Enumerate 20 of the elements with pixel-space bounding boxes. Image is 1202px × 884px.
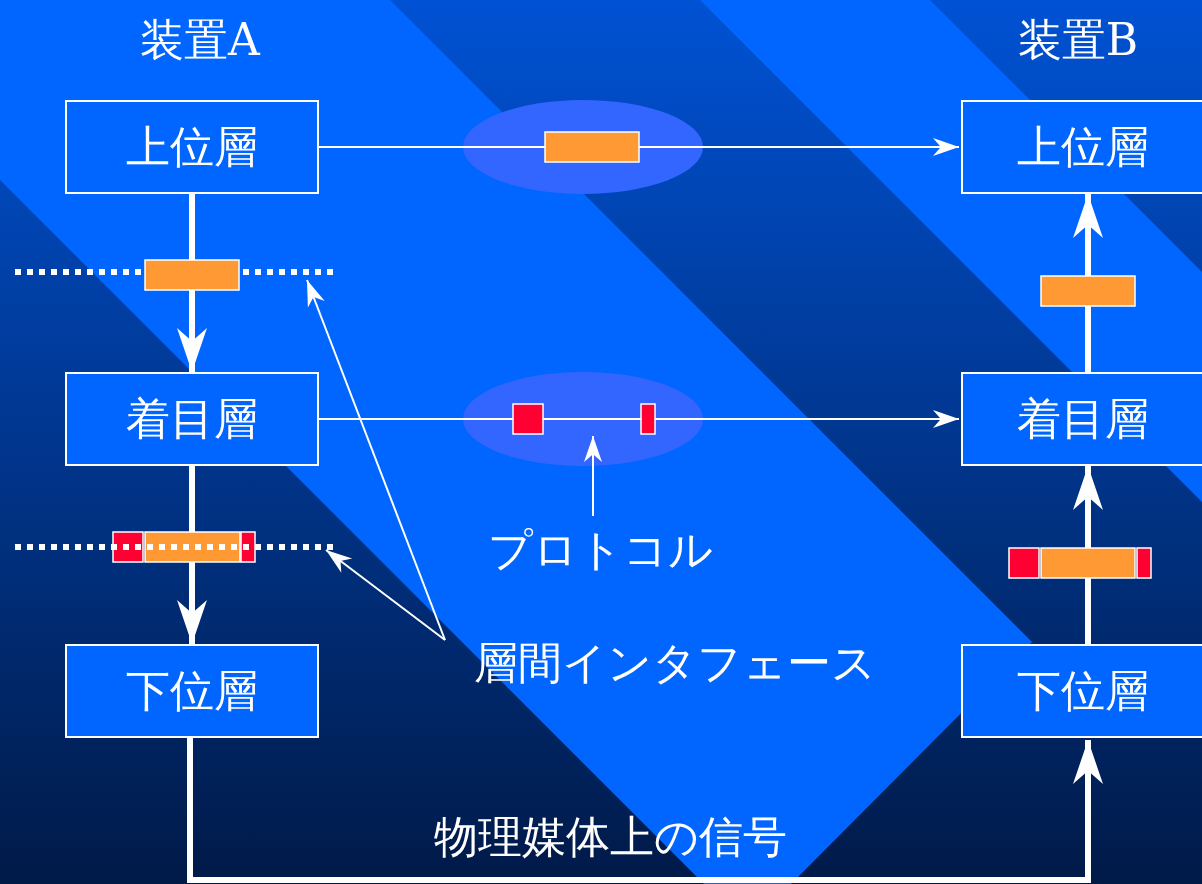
arrow (702, 138, 960, 156)
device-heading: 装置A (139, 18, 262, 62)
leader-line (584, 435, 602, 517)
arrow (177, 466, 207, 644)
callout-text: 層間インタフェース (460, 634, 890, 692)
arrow (187, 738, 1103, 883)
device-heading: 装置B (1016, 18, 1140, 62)
callout-text: プロトコル (480, 522, 720, 578)
layer-box: 着目層 (65, 372, 319, 466)
layer-box: 着目層 (961, 372, 1202, 466)
layer-box: 上位層 (65, 100, 319, 194)
layer-box: 下位層 (961, 644, 1202, 738)
arrow (702, 410, 960, 428)
leader-line (325, 549, 446, 641)
dotted-line (15, 541, 335, 553)
layer-box: 下位層 (65, 644, 319, 738)
leader-line (306, 279, 446, 641)
protocol-ellipse (463, 372, 703, 466)
layer-box: 上位層 (961, 100, 1202, 194)
edge-label: 物理媒体上の信号 (432, 815, 788, 859)
